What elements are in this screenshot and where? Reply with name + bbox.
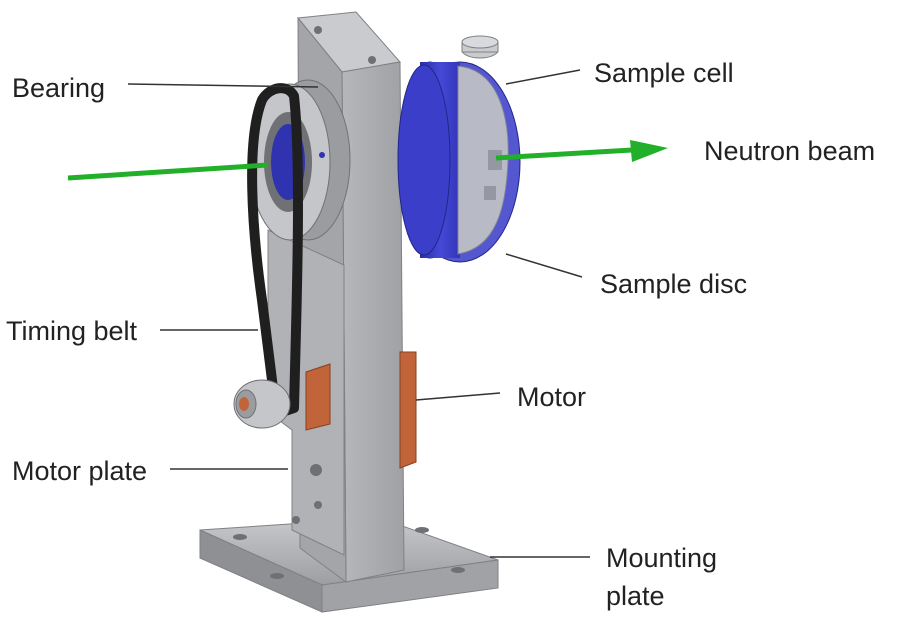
- leader-sample-cell: [505, 69, 581, 85]
- label-mounting-plate-line2: plate: [606, 581, 665, 611]
- neutron-beam: [67, 140, 668, 181]
- leader-lines: [127, 69, 590, 558]
- motor-pulley: [233, 379, 291, 429]
- leader-motor: [415, 392, 501, 401]
- leader-sample-disc: [505, 253, 583, 278]
- motor: [305, 351, 417, 469]
- label-sample-cell: Sample cell: [594, 58, 734, 88]
- leader-bearing: [127, 83, 319, 88]
- label-mounting-plate-line1: Mounting: [606, 543, 718, 573]
- label-sample-disc: Sample disc: [600, 269, 748, 299]
- timing-belt: [247, 83, 303, 417]
- label-timing-belt: Timing belt: [6, 316, 138, 346]
- label-bearing: Bearing: [12, 73, 106, 103]
- sample-cell: [457, 35, 509, 255]
- label-neutron-beam: Neutron beam: [704, 136, 876, 166]
- label-motor: Motor: [517, 382, 587, 412]
- label-motor-plate: Motor plate: [12, 456, 148, 486]
